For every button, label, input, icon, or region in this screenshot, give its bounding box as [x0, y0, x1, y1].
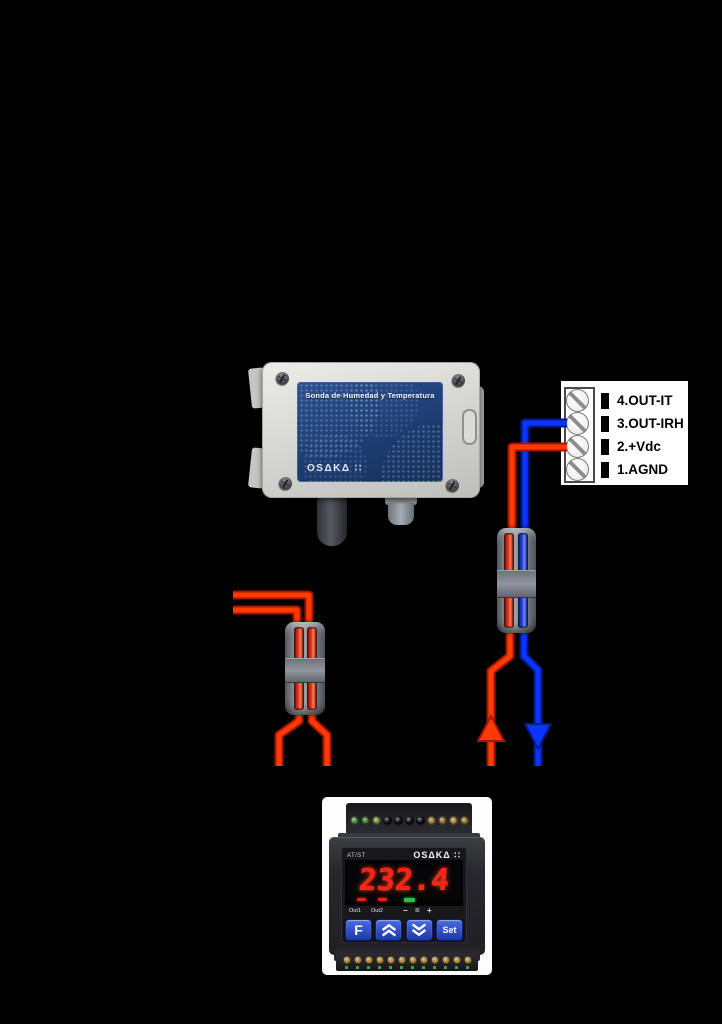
pin-label: 2.+Vdc — [617, 439, 661, 454]
up-arrow-icon — [476, 713, 506, 742]
double-chevron-up-icon — [381, 923, 396, 937]
controller-front-panel: AT/ST OSΔKΔ ∷ 232.4 Out1 Out2 − = + F — [341, 847, 467, 943]
screw-terminal-icon — [566, 435, 589, 458]
controller-header: AT/ST OSΔKΔ ∷ — [341, 847, 467, 861]
indicator-labels: Out1 Out2 − = + — [341, 906, 467, 918]
terminal-screw-icon — [360, 815, 370, 825]
controller-photo-box: AT/ST OSΔKΔ ∷ 232.4 Out1 Out2 − = + F — [322, 797, 492, 975]
display-value: 232.4 — [357, 863, 451, 898]
down-button[interactable] — [405, 919, 433, 941]
pin-mark-icon — [601, 438, 609, 455]
sensor-probe — [317, 494, 347, 546]
terminal-screw-icon — [375, 956, 384, 969]
pin-mark-icon — [601, 461, 609, 478]
terminal-screw-icon — [393, 815, 403, 825]
wire-clamp-connector — [497, 528, 536, 633]
pin-label: 1.AGND — [617, 462, 669, 477]
sensor-brand-logo: OSΔKΔ ∷ — [307, 463, 363, 474]
terminal-screw-icon — [419, 956, 428, 969]
fan-pattern-icon — [349, 382, 419, 438]
screw-terminal-icon — [566, 458, 589, 481]
terminal-screw-icon — [371, 815, 381, 825]
terminal-screw-icon — [364, 956, 373, 969]
sensor-title: Sonda de Humedad y Temperatura — [305, 391, 435, 400]
sensor-front-panel: Sonda de Humedad y Temperatura OSΔKΔ ∷ — [297, 382, 443, 482]
controller-top-terminals — [346, 803, 472, 837]
status-led — [404, 898, 415, 902]
terminal-screw-icon — [415, 815, 425, 825]
pin-row: 2.+Vdc — [601, 435, 661, 458]
set-button[interactable]: Set — [435, 919, 463, 941]
pin-mark-icon — [601, 392, 609, 409]
cable-gland-dome — [388, 503, 414, 525]
f-button[interactable]: F — [345, 919, 372, 941]
terminal-screw-icon — [342, 956, 351, 969]
seven-segment-display: 232.4 — [345, 860, 463, 906]
terminal-screw-icon — [386, 956, 395, 969]
out2-label: Out2 — [371, 908, 383, 914]
up-button[interactable] — [375, 919, 403, 941]
pin-label: 4.OUT-IT — [617, 393, 673, 408]
terminal-screw-icon — [448, 815, 458, 825]
controller-bottom-terminals — [336, 953, 478, 971]
out1-led — [357, 898, 366, 901]
terminal-screw-icon — [404, 815, 414, 825]
terminal-screw-icon — [441, 956, 450, 969]
wire-clamp-connector — [285, 622, 325, 715]
down-arrow-icon — [523, 723, 553, 752]
screw-terminal-icon — [566, 412, 589, 435]
double-chevron-down-icon — [412, 923, 427, 937]
terminal-screw-icon — [463, 956, 472, 969]
minus-symbol: − — [403, 906, 408, 915]
out2-led — [378, 898, 387, 901]
fan-pattern-icon — [303, 434, 367, 482]
terminal-screw-icon — [382, 815, 392, 825]
terminal-screw-icon — [426, 815, 436, 825]
terminal-screw-icon — [459, 815, 469, 825]
terminal-screw-icon — [437, 815, 447, 825]
pin-row: 3.OUT-IRH — [601, 412, 684, 435]
button-row: F Set — [345, 919, 463, 941]
terminal-screw-icon — [353, 956, 362, 969]
terminal-screw-icon — [397, 956, 406, 969]
clamp-lever-band — [497, 570, 536, 598]
screw-terminal-column — [564, 387, 595, 483]
terminal-pinout-block: 4.OUT-IT 3.OUT-IRH 2.+Vdc 1.AGND — [558, 378, 691, 488]
equal-symbol: = — [415, 906, 420, 915]
out1-label: Out1 — [349, 908, 361, 914]
terminal-screw-icon — [408, 956, 417, 969]
pin-mark-icon — [601, 415, 609, 432]
model-label: AT/ST — [347, 852, 366, 859]
pin-row: 1.AGND — [601, 458, 668, 481]
terminal-screw-icon — [349, 815, 359, 825]
controller-brand-logo: OSΔKΔ ∷ — [413, 850, 461, 860]
clamp-lever-band — [285, 658, 325, 683]
plus-symbol: + — [427, 906, 432, 915]
terminal-screw-icon — [430, 956, 439, 969]
screw-terminal-icon — [566, 389, 589, 412]
pin-row: 4.OUT-IT — [601, 389, 673, 412]
pin-label: 3.OUT-IRH — [617, 416, 684, 431]
keyhole-slot-icon — [462, 409, 477, 445]
terminal-screw-icon — [452, 956, 461, 969]
